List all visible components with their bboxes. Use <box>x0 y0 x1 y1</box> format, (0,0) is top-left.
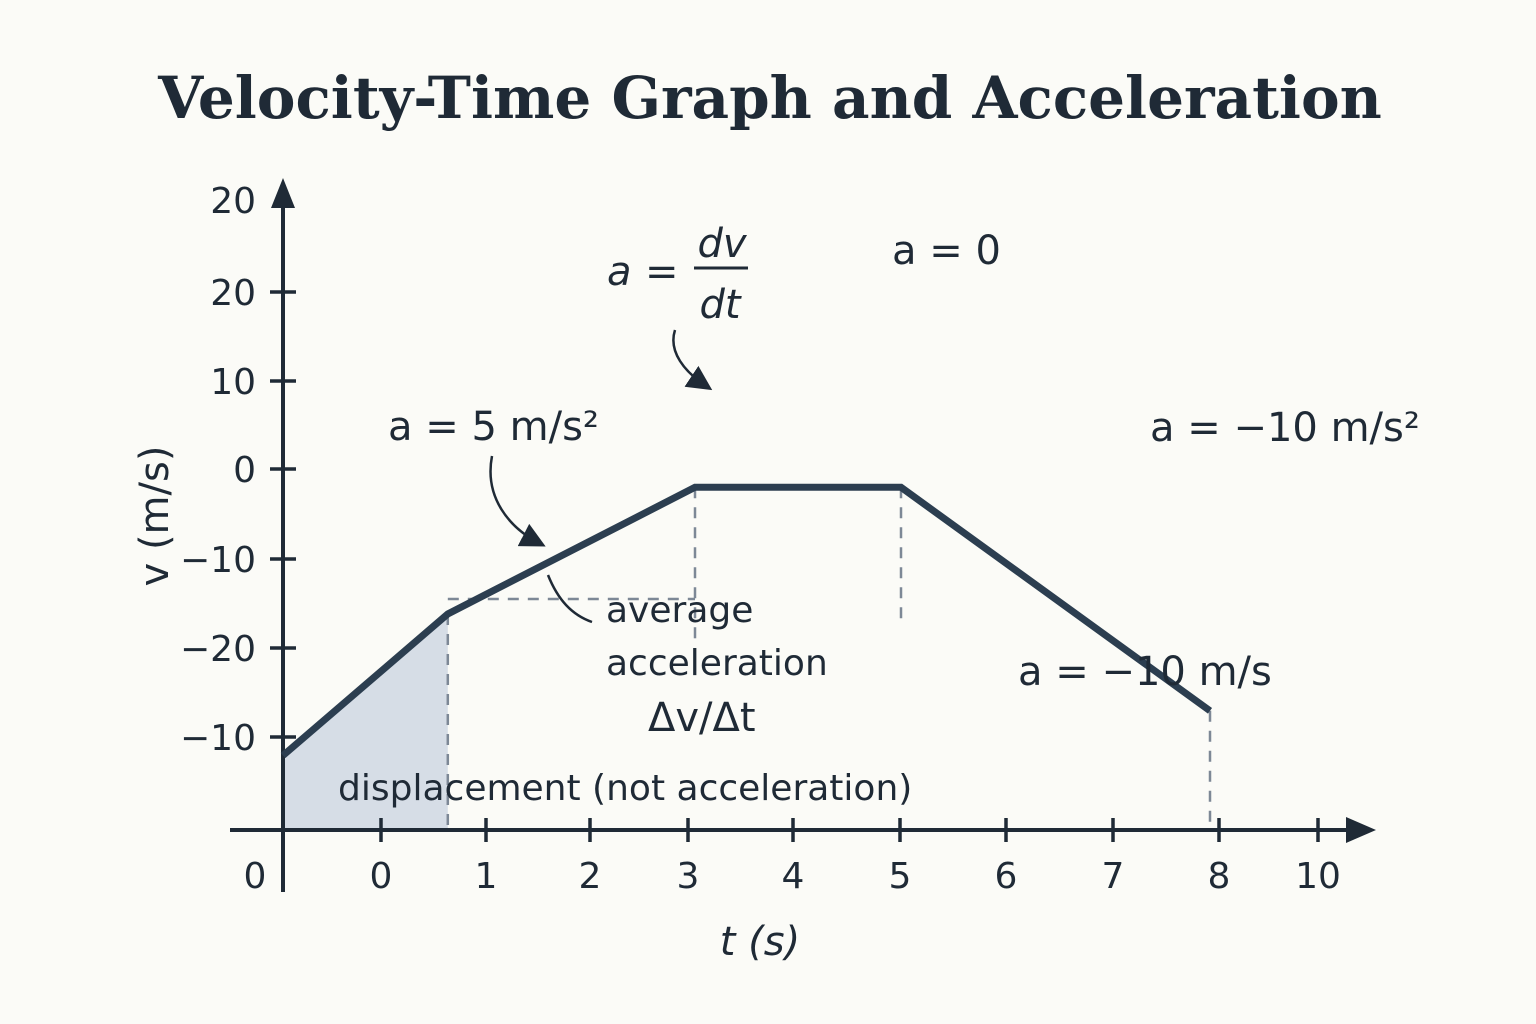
y-tick-label-2: 10 <box>210 362 256 403</box>
displacement-shaded-area <box>283 613 448 830</box>
y-axis-arrow <box>271 178 295 208</box>
displacement-label: displacement (not acceleration) <box>338 768 912 809</box>
average-label-line3: Δv/Δt <box>648 695 756 741</box>
x-tick-label-5: 4 <box>782 856 805 897</box>
average-pointer-curve <box>546 574 593 624</box>
accel-0-label: a = 0 <box>892 228 1001 274</box>
x-ticks: 0 0 1 2 3 4 5 6 7 8 10 <box>244 818 1341 897</box>
guide-lines <box>446 487 1212 830</box>
y-axis-label: v (m/s) <box>132 446 178 587</box>
derivative-equals: = <box>645 249 679 295</box>
series-group <box>280 483 1213 759</box>
x-axis-arrow <box>1346 817 1376 843</box>
accel-5-label: a = 5 m/s² <box>388 404 599 450</box>
derivative-annotation: a = dv dt <box>607 221 748 328</box>
derivative-pointer-arrow <box>672 329 713 391</box>
x-tick-label-2: 1 <box>475 856 498 897</box>
derivative-lhs: a <box>607 249 632 295</box>
x-tick-label-7: 6 <box>995 856 1018 897</box>
y-ticks: 20 20 10 0 −10 −20 −10 <box>180 181 296 759</box>
x-tick-label-3: 2 <box>579 856 602 897</box>
accel-neg10-label: a = −10 m/s <box>1018 649 1272 695</box>
average-label-line1: average <box>606 590 753 631</box>
derivative-numerator: dv <box>697 221 747 267</box>
y-tick-label-1: 20 <box>210 273 256 314</box>
x-tick-label-8: 7 <box>1102 856 1125 897</box>
y-tick-label-0: 20 <box>210 181 256 222</box>
derivative-denominator: dt <box>699 282 741 328</box>
y-tick-label-6: −10 <box>180 718 256 759</box>
x-tick-label-0: 0 <box>244 856 267 897</box>
y-tick-label-3: 0 <box>233 450 256 491</box>
accel-neg10-sq-label: a = −10 m/s² <box>1150 405 1420 451</box>
axes <box>230 178 1376 892</box>
x-tick-label-10: 10 <box>1295 856 1341 897</box>
y-tick-label-5: −20 <box>180 629 256 670</box>
average-label-line2: acceleration <box>606 643 828 684</box>
x-tick-label-1: 0 <box>370 856 393 897</box>
x-tick-label-9: 8 <box>1208 856 1231 897</box>
chart-title: Velocity-Time Graph and Acceleration <box>157 64 1382 132</box>
y-tick-label-4: −10 <box>180 540 256 581</box>
x-axis-label: t (s) <box>720 919 800 965</box>
accel-5-pointer-arrow <box>489 455 546 547</box>
x-tick-label-6: 5 <box>889 856 912 897</box>
x-tick-label-4: 3 <box>677 856 700 897</box>
